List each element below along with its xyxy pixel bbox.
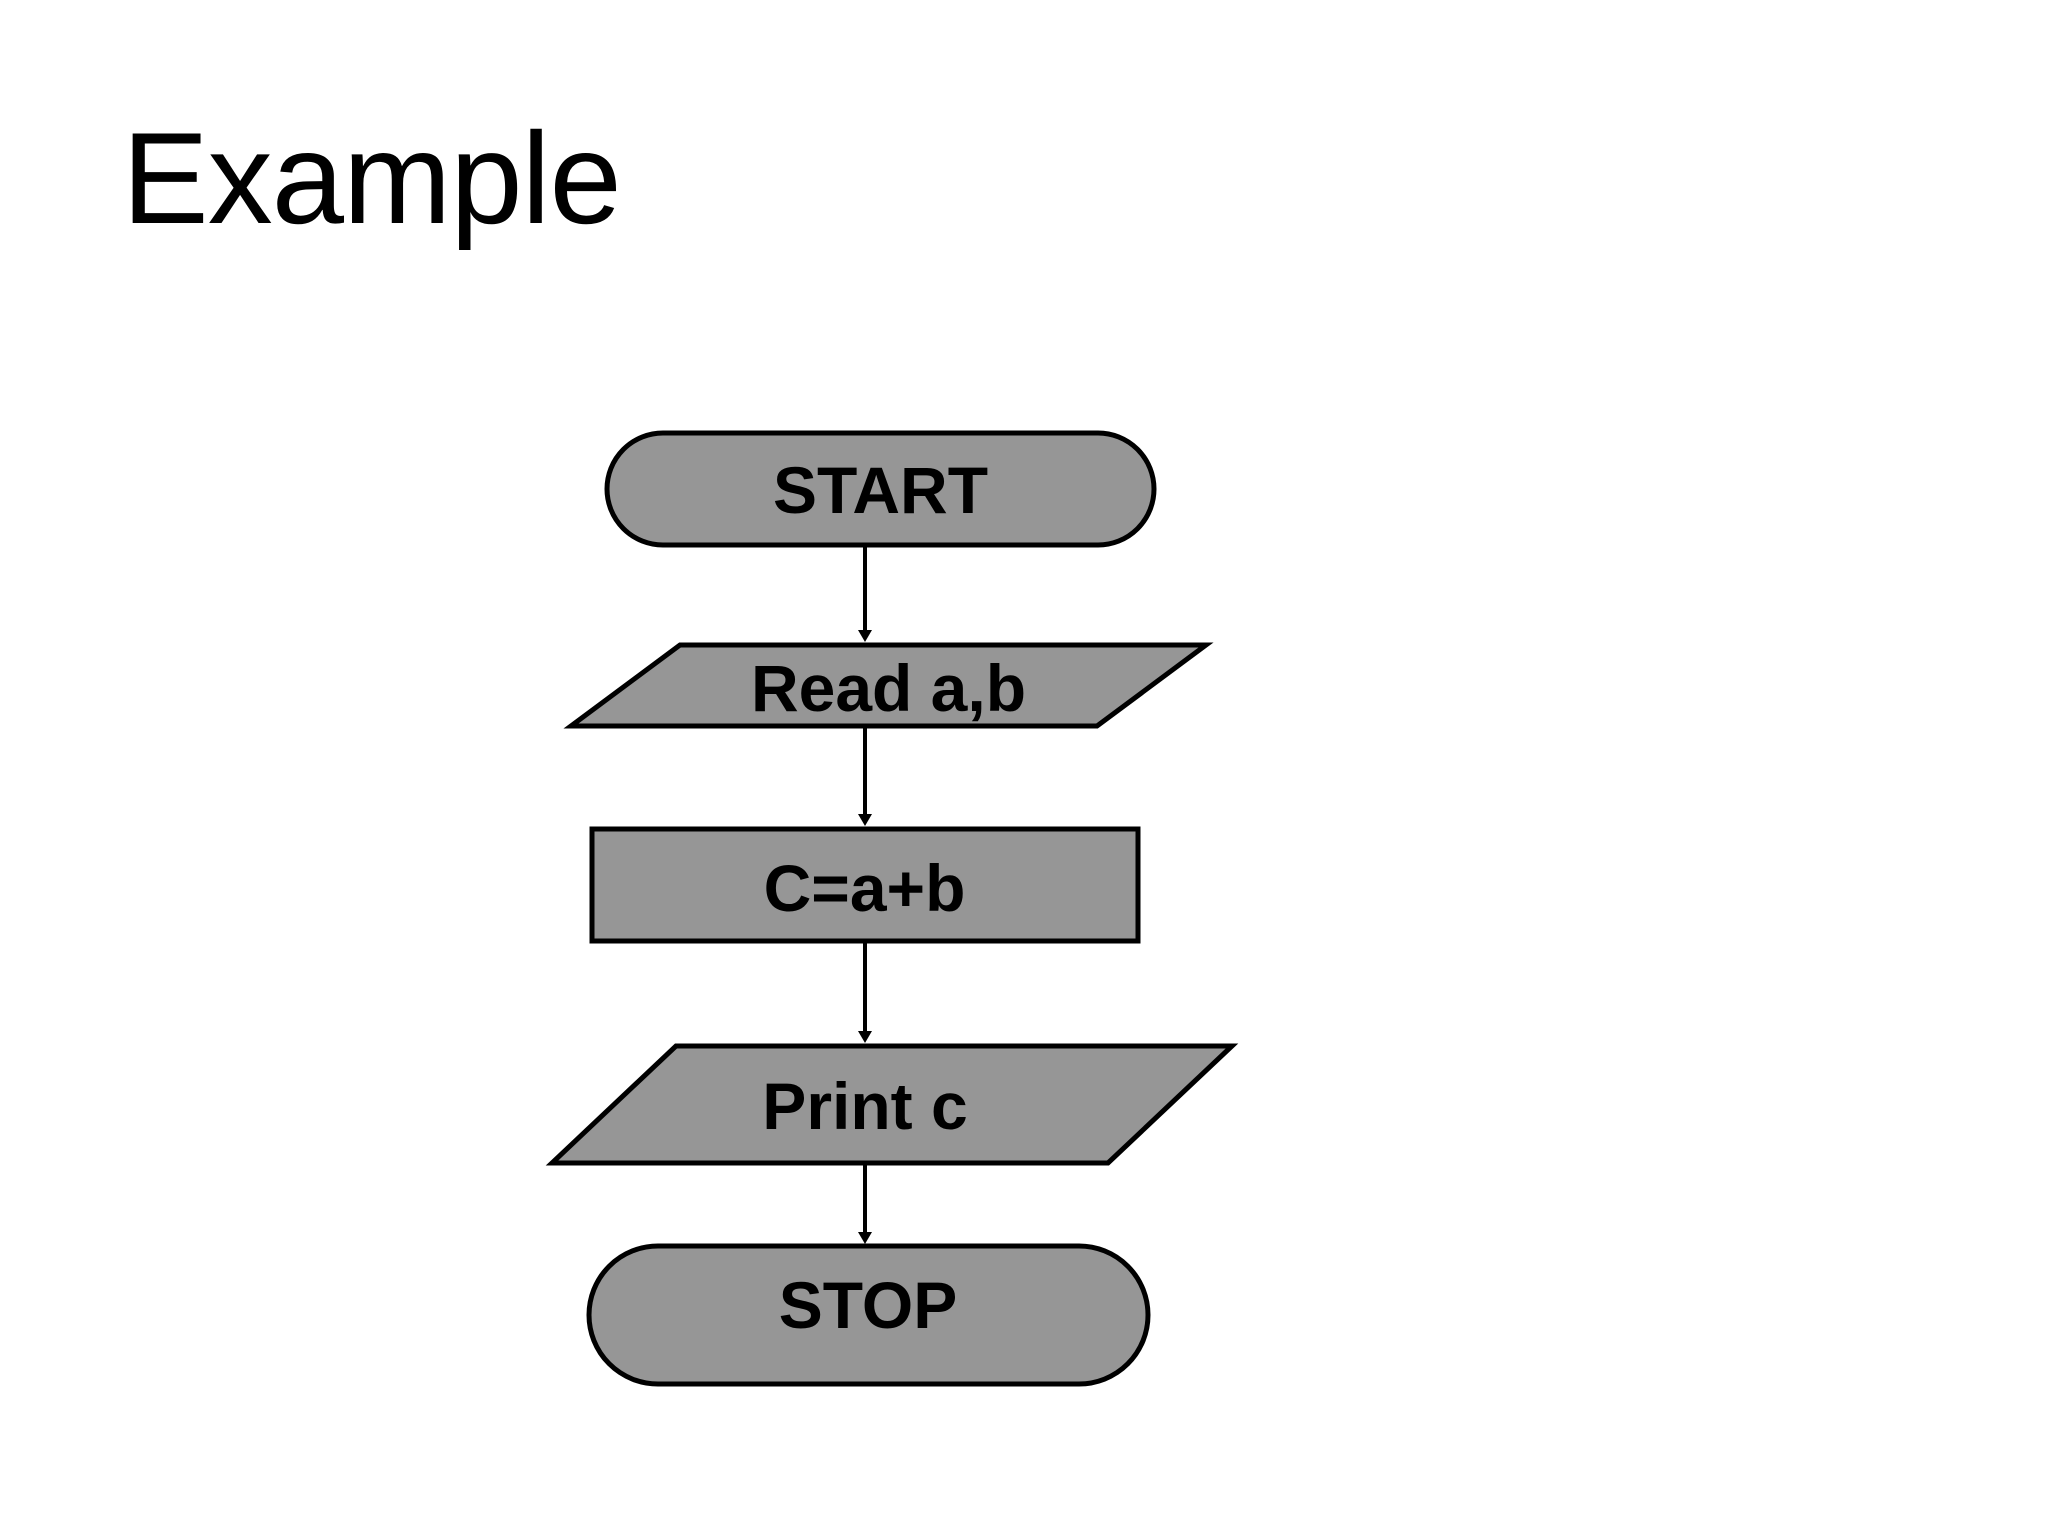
terminator-shape-start bbox=[604, 430, 1157, 548]
parallelogram-shape-print bbox=[545, 1043, 1239, 1166]
node-read[interactable] bbox=[563, 642, 1214, 729]
node-process[interactable] bbox=[589, 826, 1141, 944]
rectangle-shape-process bbox=[589, 826, 1141, 944]
node-stop[interactable] bbox=[586, 1243, 1151, 1387]
node-start[interactable] bbox=[604, 430, 1157, 548]
node-print[interactable] bbox=[545, 1043, 1239, 1166]
terminator-shape-stop bbox=[586, 1243, 1151, 1387]
parallelogram-shape-read bbox=[563, 642, 1214, 729]
page-title: Example bbox=[122, 105, 622, 251]
